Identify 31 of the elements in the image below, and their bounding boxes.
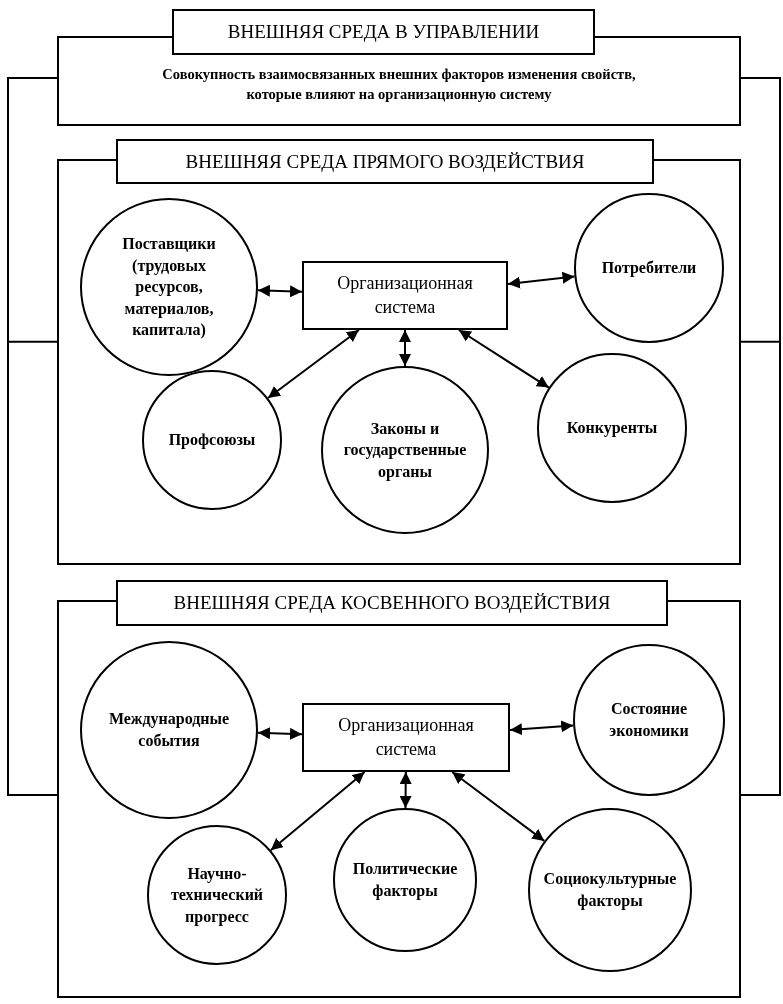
arrow (507, 271, 576, 289)
arrow (267, 329, 360, 399)
organization-box: Организационная система (302, 261, 508, 330)
bracket-line (7, 77, 58, 796)
bracket-line (740, 77, 781, 796)
panel-heading: ВНЕШНЯЯ СРЕДА В УПРАВЛЕНИИ (172, 9, 595, 55)
factor-circle: Потребители (574, 193, 724, 343)
factor-circle: Поставщики (трудовых ресурсов, материалов, капитала) (80, 198, 258, 376)
factor-circle: Социокультурные факторы (528, 808, 692, 972)
panel (57, 9, 741, 126)
panel-heading: ВНЕШНЯЯ СРЕДА КОСВЕННОГО ВОЗДЕЙСТВИЯ (116, 580, 668, 626)
arrow (269, 771, 366, 852)
arrow (399, 771, 412, 809)
organization-box: Организационная система (302, 703, 510, 772)
arrow (256, 284, 303, 298)
factor-circle: Конкуренты (537, 353, 687, 503)
arrow (457, 329, 550, 389)
factor-circle: Состояние экономики (573, 644, 725, 796)
factor-circle: Международные события (80, 641, 258, 819)
arrow (257, 727, 303, 740)
panel-heading: ВНЕШНЯЯ СРЕДА ПРЯМОГО ВОЗДЕЙСТВИЯ (116, 139, 654, 184)
panel (57, 580, 741, 998)
factor-circle: Профсоюзы (142, 370, 282, 510)
factor-circle: Научно-технический прогресс (147, 825, 287, 965)
arrow (451, 771, 546, 842)
panel (57, 139, 741, 565)
arrow (509, 720, 575, 736)
panel-description: Совокупность взаимосвязанных внешних факторов изменения свойств, которые влияют на организационную систему (161, 65, 637, 105)
arrow (399, 329, 411, 367)
factor-circle: Законы и государственные органы (321, 366, 489, 534)
factor-circle: Политические факторы (333, 808, 477, 952)
